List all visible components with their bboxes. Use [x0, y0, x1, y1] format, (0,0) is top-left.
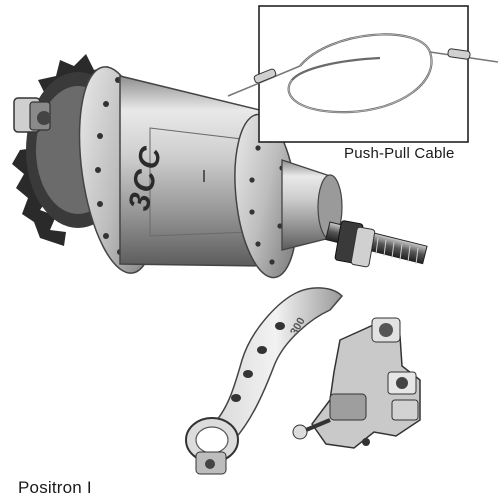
left-axle-nut	[13, 97, 51, 133]
cable-bracket	[292, 317, 421, 449]
right-axle	[325, 220, 428, 268]
hub-shell: 3CC	[119, 75, 269, 267]
cable-inset	[227, 5, 499, 143]
right-end-cap	[281, 159, 343, 251]
product-caption: Positron I	[18, 478, 92, 497]
reaction-arm: 300	[185, 287, 344, 475]
push-pull-cable-caption: Push-Pull Cable	[344, 145, 455, 162]
